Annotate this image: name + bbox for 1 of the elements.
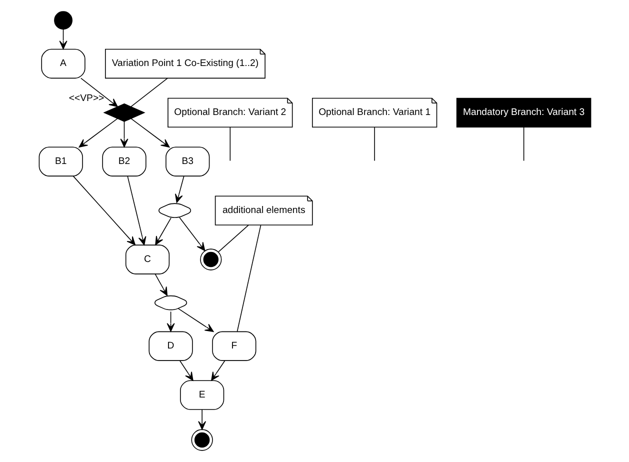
node-label: <<VP>> — [68, 93, 104, 104]
